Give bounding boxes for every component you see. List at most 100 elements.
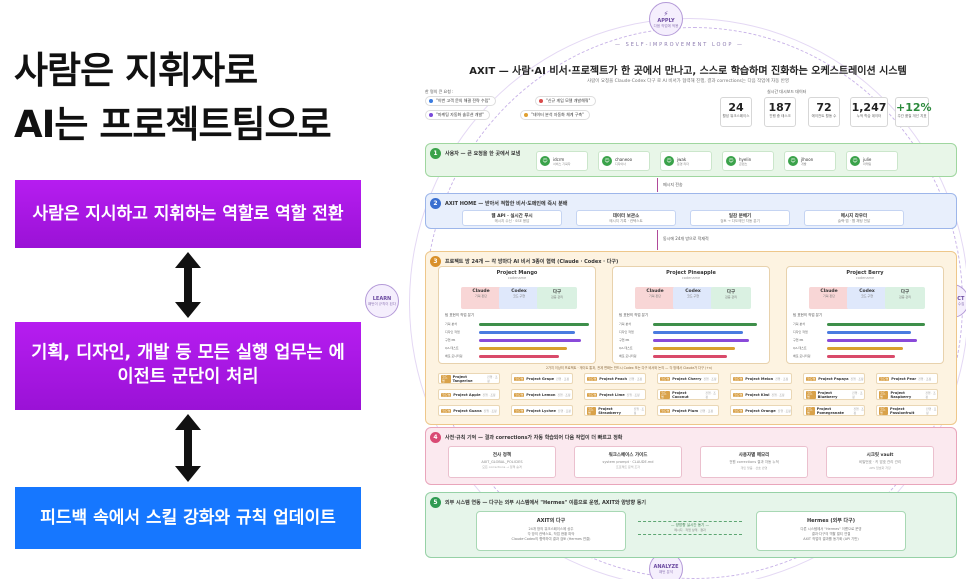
hub-title: 메시지 라우터 [840, 214, 868, 219]
project-name: Project Pineapple [666, 270, 716, 276]
progress-bar [827, 322, 925, 326]
request-pill: "신규 게임 모델 개발해줘" [535, 96, 597, 106]
memory-sub: system prompt · CLAUDE.md [602, 460, 654, 464]
pill-text: "데이터 분석 자동화 체계 구축" [531, 112, 584, 117]
memory-title: 시크릿 vault [866, 453, 894, 458]
mini-project-name: Project Lime [599, 392, 625, 397]
hub-title: 데이터 보관소 [612, 214, 640, 219]
memory-note: AES 암호화 저장 [869, 466, 891, 470]
codename-badge: 코드명 [514, 408, 525, 413]
mini-project-name: Project Strawberry [598, 406, 621, 415]
codename-badge: 코드명 [806, 406, 815, 415]
mini-project-status: 진행 · 조정 [483, 408, 497, 413]
bars-label: 팀 표현의 작업 분기 [793, 313, 823, 317]
agent-name: 다구 [726, 290, 736, 295]
agent-name: 다구 [552, 290, 562, 295]
progress-row: QA·테스트 [619, 346, 735, 350]
codename-badge: 코드명 [733, 392, 744, 397]
user-avatar-icon: ☺ [540, 156, 550, 166]
ext-title: AXIT의 다구 [536, 518, 566, 524]
mini-project-name: Project Guava [453, 408, 482, 413]
user-name: jwak [677, 156, 687, 162]
mini-project-name: Project Lychee [526, 408, 556, 413]
progress-bar [479, 338, 581, 342]
pill-text: "마케팅 자동화 솔루션 개발" [436, 112, 484, 117]
progress-row: 배포·모니터링 [793, 354, 895, 358]
hub-sub: 메시지 수신 · SSE 응답 [494, 219, 530, 223]
mini-project-name: Project Plum [672, 408, 699, 413]
progress-bar [479, 322, 589, 326]
progress-bar [653, 354, 727, 358]
agent-name: Claude [820, 289, 838, 294]
headline-line-2: AI는 프로젝트팀으로 [14, 103, 332, 146]
metric-label: 누적 학습 데이터 [856, 114, 882, 118]
dot-icon [524, 113, 528, 117]
flow-arrow [657, 230, 658, 250]
dot-icon [429, 99, 433, 103]
agent-name: Codex [511, 289, 527, 294]
progress-row: 구현 PR [619, 338, 749, 342]
agent-role: 검증·관리 [551, 295, 563, 299]
mini-project-status: 진행 · 조정 [626, 392, 640, 397]
progress-row: 배포·모니터링 [445, 354, 559, 358]
mini-project-status: 진행 · 조정 [703, 376, 717, 381]
user-role: 운영 리더 [677, 161, 689, 166]
hub-sub: 메시지 기록 · 컨텍스트 [609, 219, 643, 223]
user-name: chaneoo [615, 156, 633, 162]
apply-node: ⚡ APPLY 다음 작업에 적용 [649, 2, 683, 36]
apply-label: APPLY [657, 17, 675, 24]
agent-role: 검증·관리 [725, 295, 737, 299]
progress-row: 구현 PR [445, 338, 581, 342]
mini-project-status: 진행 · 조정 [557, 408, 571, 413]
progress-row: QA·테스트 [793, 346, 903, 350]
projects-note: 2가지 이상의 프로젝트 · 게이트 통과, 관계 변화는 반드시 Codex … [546, 366, 713, 370]
mini-project-name: Project Melon [745, 376, 774, 381]
metric-label: 주간 품질 개선 지표 [897, 114, 927, 118]
section-title: 사용자 — 큰 요청을 한 곳에서 보냄 [445, 151, 521, 157]
mini-project-status: 진행 · 조정 [925, 406, 937, 415]
learn-sub: 패턴이 규칙이 된다 [368, 301, 396, 306]
flow-label: 동시에 24개 방으로 적재적 [663, 236, 709, 241]
memory-title: 전사 정책 [492, 453, 512, 458]
user-role: 서비스 기획자 [553, 161, 571, 166]
metric-value: 1,247 [851, 101, 887, 114]
agent-name: Claude [646, 289, 664, 294]
progress-bar [653, 330, 743, 334]
agent-role: 코드·구현 [687, 294, 699, 298]
progress-bar [653, 338, 749, 342]
mini-project-name: Project Coconut [672, 390, 689, 399]
progress-bar [653, 322, 757, 326]
metric-label: 에이전트 활동 수 [811, 114, 837, 118]
memory-note: 모든 corrections → 정책 승격 [482, 465, 522, 469]
mini-project-name: Project Peach [599, 376, 628, 381]
learn-node: LEARN 패턴이 규칙이 된다 [365, 284, 399, 318]
progress-row: QA·테스트 [445, 346, 567, 350]
mini-project-status: 진행 · 조정 [700, 408, 714, 413]
progress-row: 구현 PR [793, 338, 917, 342]
mini-project-name: Project Pear [891, 376, 917, 381]
analyze-sub: 패턴 분석 [659, 569, 673, 574]
metric-value: 24 [728, 101, 744, 114]
user-name: hyelin [739, 156, 752, 162]
agent-role: 기획·판단 [649, 294, 661, 298]
